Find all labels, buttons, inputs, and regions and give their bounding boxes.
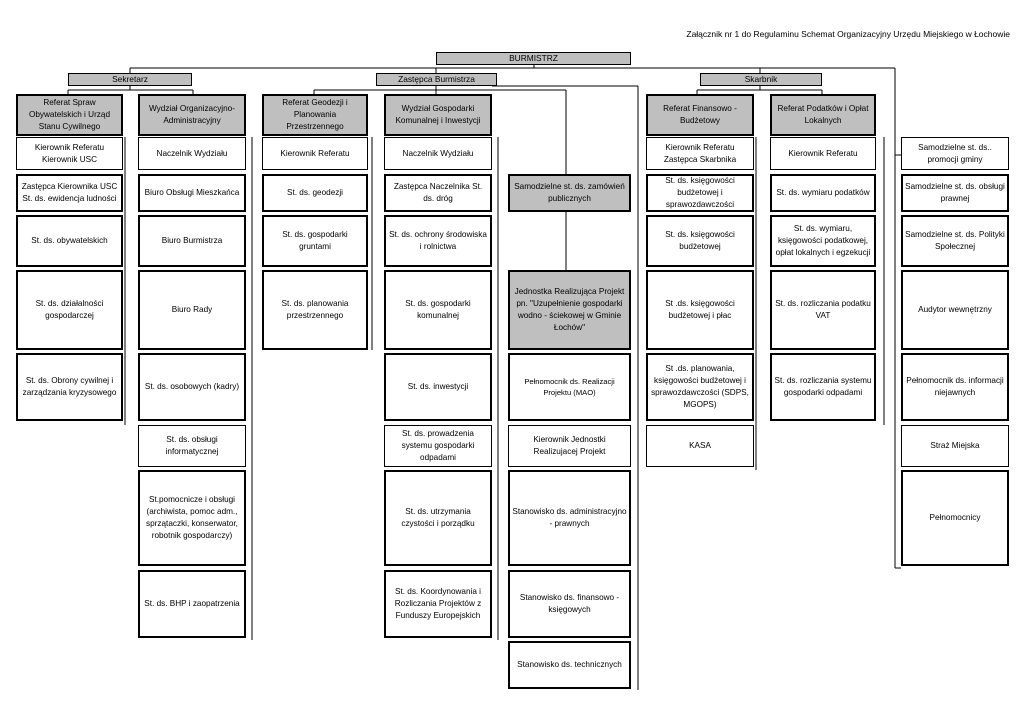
col4-item-3: St. ds. gospodarki komunalnej	[384, 270, 492, 350]
col1-item-3: St. ds. działalności gospodarczej	[16, 270, 123, 350]
col8-item-1: Samodzielne st. ds. obsługi prawnej	[901, 174, 1009, 212]
col4-lead: Naczelnik Wydziału	[384, 137, 492, 170]
col2-item-6: St.pomocnicze i obsługi (archiwista, pom…	[138, 470, 246, 566]
col2-item-1: Biuro Obsługi Mieszkańca	[138, 174, 246, 212]
col7-item-2: St. ds. wymiaru, księgowości podatkowej,…	[770, 215, 876, 267]
col6-lead: Kierownik Referatu Zastępca Skarbnika	[646, 137, 754, 170]
col1-item-2: St. ds. obywatelskich	[16, 215, 123, 267]
col6-item-3: St .ds. księgowości budżetowej i płac	[646, 270, 754, 350]
col5-item-3: Stanowisko ds. administracyjno - prawnyc…	[508, 470, 631, 566]
col8-item-5: Straż Miejska	[901, 425, 1009, 467]
col3-head: Referat Geodezji i Planowania Przestrzen…	[262, 94, 368, 136]
col5-item-2: Kierownik Jednostki Realizujacej Projekt	[508, 425, 631, 467]
col5-item-1: Pełnomocnik ds. Realizacji Projektu (MAO…	[508, 353, 631, 421]
box-zastepca-burmistrza: Zastępca Burmistrza	[376, 73, 497, 86]
col8-item-6: Pełnomocnicy	[901, 470, 1009, 566]
col1-item-1: Zastępca Kierownika USC St. ds. ewidencj…	[16, 174, 123, 212]
col4-item-4: St. ds. inwestycji	[384, 353, 492, 421]
col5-jednostka: Jednostka Realizująca Projekt pn. "Uzupe…	[508, 270, 631, 350]
col1-head: Referat Spraw Obywatelskich i Urząd Stan…	[16, 94, 123, 136]
col2-item-3: Biuro Rady	[138, 270, 246, 350]
box-burmistrz: BURMISTRZ	[436, 52, 631, 65]
col2-item-2: Biuro Burmistrza	[138, 215, 246, 267]
col3-item-1: St. ds. geodezji	[262, 174, 368, 212]
col3-lead: Kierownik Referatu	[262, 137, 368, 170]
col8-lead: Samodzielne st. ds.. promocji gminy	[901, 137, 1009, 170]
col7-item-4: St. ds. rozliczania systemu gospodarki o…	[770, 353, 876, 421]
col6-item-4: St .ds. planowania, księgowości budżetow…	[646, 353, 754, 421]
col8-item-3: Audytor wewnętrzny	[901, 270, 1009, 350]
col2-lead: Naczelnik Wydziału	[138, 137, 246, 170]
col2-head: Wydział Organizacyjno-Administracyjny	[138, 94, 246, 136]
col7-lead: Kierownik Referatu	[770, 137, 876, 170]
col6-item-1: St. ds. księgowości budżetowej i sprawoz…	[646, 174, 754, 212]
col3-item-3: St. ds. planowania przestrzennego	[262, 270, 368, 350]
col6-item-2: St. ds. księgowości budżetowej	[646, 215, 754, 267]
col4-item-5: St. ds. prowadzenia systemu gospodarki o…	[384, 425, 492, 467]
col3-item-2: St. ds. gospodarki gruntami	[262, 215, 368, 267]
col4-item-7: St. ds. Koordynowania i Rozliczania Proj…	[384, 570, 492, 638]
col4-item-1: Zastępca Naczelnika St. ds. dróg	[384, 174, 492, 212]
col4-item-2: St. ds. ochrony środowiska i rolnictwa	[384, 215, 492, 267]
col8-item-4: Pełnomocnik ds. informacji niejawnych	[901, 353, 1009, 421]
document-caption: Załącznik nr 1 do Regulaminu Schemat Org…	[686, 29, 1010, 39]
col5-item-4: Stanowisko ds. finansowo - księgowych	[508, 570, 631, 638]
col1-item-4: St. ds. Obrony cywilnej i zarządzania kr…	[16, 353, 123, 421]
col2-item-7: St. ds. BHP i zaopatrzenia	[138, 570, 246, 638]
col8-item-2: Samodzielne st. ds. Polityki Społecznej	[901, 215, 1009, 267]
box-sekretarz: Sekretarz	[68, 73, 192, 86]
col5-zamowienia: Samodzielne st. ds. zamówień publicznych	[508, 174, 631, 212]
col6-head: Referat Finansowo - Budżetowy	[646, 94, 754, 136]
col2-item-4: St. ds. osobowych (kadry)	[138, 353, 246, 421]
col7-head: Referat Podatków i Opłat Lokalnych	[770, 94, 876, 136]
col4-head: Wydział Gospodarki Komunalnej i Inwestyc…	[384, 94, 492, 136]
col6-item-5: KASA	[646, 425, 754, 467]
col2-item-5: St. ds. obsługi informatycznej	[138, 425, 246, 467]
box-skarbnik: Skarbnik	[700, 73, 822, 86]
col5-item-5: Stanowisko ds. technicznych	[508, 641, 631, 689]
col4-item-6: St. ds. utrzymania czystości i porządku	[384, 470, 492, 566]
col7-item-3: St. ds. rozliczania podatku VAT	[770, 270, 876, 350]
col7-item-1: St. ds. wymiaru podatków	[770, 174, 876, 212]
col1-lead: Kierownik Referatu Kierownik USC	[16, 137, 123, 170]
